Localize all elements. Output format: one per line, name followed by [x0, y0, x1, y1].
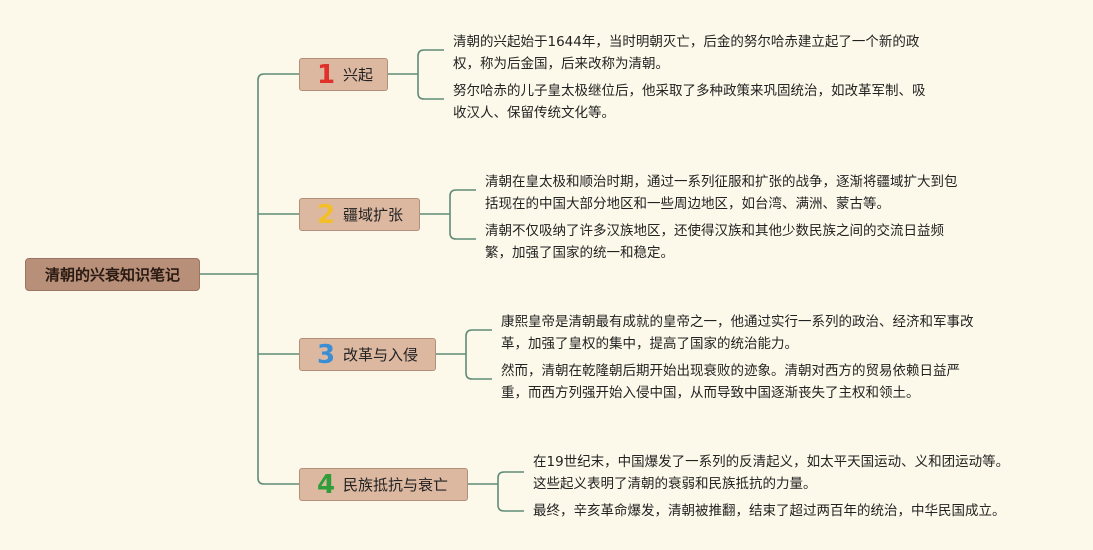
bracket-notes-2 [449, 189, 476, 240]
note-line: 在19世纪末，中国爆发了一系列的反清起义，如太平天国运动、义和团运动等。 [533, 454, 1010, 470]
topic-label: 民族抵抗与衰亡 [343, 476, 449, 494]
main-trunk [257, 73, 265, 485]
number-three-icon: 3 [316, 339, 336, 370]
topic-resistance-decline[interactable]: 4 民族抵抗与衰亡 [299, 468, 468, 501]
note-line: 这些起义表明了清朝的衰弱和民族抵抗的力量。 [533, 476, 817, 492]
topic-rise[interactable]: 1 兴起 [299, 58, 388, 91]
note-line: 清朝的兴起始于1644年，当时明朝灭亡，后金的努尔哈赤建立起了一个新的政 [453, 34, 920, 50]
root-node[interactable]: 清朝的兴衰知识笔记 [25, 258, 200, 291]
note-reform-2: 然而，清朝在乾隆朝后期开始出现衰败的迹象。清朝对西方的贸易依赖日益严 重，而西方… [501, 360, 960, 404]
note-rise-1: 清朝的兴起始于1644年，当时明朝灭亡，后金的努尔哈赤建立起了一个新的政 权，称… [453, 31, 919, 75]
note-line: 繁，加强了国家的统一和稳定。 [485, 245, 674, 261]
note-line: 重，而西方列强开始入侵中国，从而导致中国逐渐丧失了主权和领土。 [501, 385, 920, 401]
number-two-icon: 2 [316, 199, 336, 230]
topic-label: 改革与入侵 [343, 346, 419, 364]
root-title: 清朝的兴衰知识笔记 [44, 266, 180, 284]
note-line: 最终，辛亥革命爆发，清朝被推翻，结束了超过两百年的统治，中华民国成立。 [533, 503, 1006, 519]
note-line: 清朝在皇太极和顺治时期，通过一系列征服和扩张的战争，逐渐将疆域扩大到包 [485, 174, 958, 190]
note-territory-2: 清朝不仅吸纳了许多汉族地区，还使得汉族和其他少数民族之间的交流日益频 繁，加强了… [485, 220, 944, 264]
note-line: 清朝不仅吸纳了许多汉族地区，还使得汉族和其他少数民族之间的交流日益频 [485, 223, 944, 239]
note-line: 努尔哈赤的儿子皇太极继位后，他采取了多种政策来巩固统治，如改革军制、吸 [453, 83, 926, 99]
topic-label: 兴起 [343, 66, 374, 84]
note-line: 权，称为后金国，后来改称为清朝。 [453, 56, 669, 72]
number-one-icon: 1 [316, 59, 336, 90]
note-line: 革，加强了皇权的集中，提高了国家的统治能力。 [501, 336, 798, 352]
topic-territory-expansion[interactable]: 2 疆域扩张 [299, 198, 420, 231]
note-rise-2: 努尔哈赤的儿子皇太极继位后，他采取了多种政策来巩固统治，如改革军制、吸 收汉人、… [453, 80, 926, 124]
note-territory-1: 清朝在皇太极和顺治时期，通过一系列征服和扩张的战争，逐渐将疆域扩大到包 括现在的… [485, 171, 958, 215]
topic-label: 疆域扩张 [343, 206, 404, 224]
bracket-notes-1 [417, 49, 444, 100]
topic-reform-invasion[interactable]: 3 改革与入侵 [299, 338, 436, 371]
note-line: 然而，清朝在乾隆朝后期开始出现衰败的迹象。清朝对西方的贸易依赖日益严 [501, 363, 960, 379]
note-resistance-2: 最终，辛亥革命爆发，清朝被推翻，结束了超过两百年的统治，中华民国成立。 [533, 500, 1006, 522]
note-line: 康熙皇帝是清朝最有成就的皇帝之一，他通过实行一系列的政治、经济和军事改 [501, 314, 974, 330]
note-reform-1: 康熙皇帝是清朝最有成就的皇帝之一，他通过实行一系列的政治、经济和军事改 革，加强… [501, 311, 974, 355]
note-line: 收汉人、保留传统文化等。 [453, 105, 615, 121]
note-resistance-1: 在19世纪末，中国爆发了一系列的反清起义，如太平天国运动、义和团运动等。 这些起… [533, 451, 1009, 495]
bracket-notes-4 [497, 471, 524, 512]
bracket-notes-3 [465, 329, 492, 380]
number-four-icon: 4 [316, 469, 336, 500]
note-line: 括现在的中国大部分地区和一些周边地区，如台湾、满洲、蒙古等。 [485, 196, 890, 212]
